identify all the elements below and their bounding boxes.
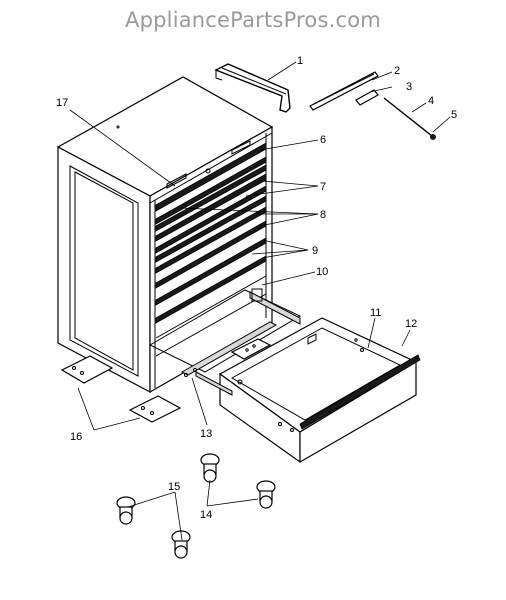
callout-16: 16	[70, 431, 82, 443]
bottom-rails	[148, 288, 302, 377]
caster-3	[116, 496, 136, 525]
caster-1	[200, 453, 220, 483]
callout-2: 2	[394, 65, 400, 77]
callout-14: 14	[200, 509, 212, 521]
caster-4	[171, 530, 191, 559]
leader-lines	[69, 61, 451, 541]
leg-brackets	[60, 338, 272, 423]
handle	[214, 63, 291, 113]
callout-7: 7	[320, 181, 326, 193]
callout-labels: 1 2 3 4 5 6 7 8 9 10 11 12 13 14 15 16 1…	[56, 55, 457, 521]
rod-and-pin	[383, 97, 436, 140]
callout-3: 3	[406, 81, 412, 93]
callout-17: 17	[56, 97, 68, 109]
callout-12: 12	[405, 318, 417, 330]
callout-8: 8	[320, 209, 326, 221]
drawer-open	[195, 317, 421, 464]
callout-11: 11	[370, 307, 381, 319]
casters	[116, 453, 276, 559]
callout-9: 9	[312, 245, 318, 257]
drawer-fronts	[155, 142, 267, 357]
callout-4: 4	[428, 95, 434, 107]
callout-6: 6	[320, 134, 326, 146]
callout-15: 15	[168, 481, 180, 493]
callout-10: 10	[316, 266, 328, 278]
callout-5: 5	[451, 109, 457, 121]
callout-13: 13	[200, 428, 212, 440]
callout-1: 1	[297, 55, 303, 67]
watermark-text: AppliancePartsPros.com	[125, 8, 381, 32]
slide-and-bracket	[309, 71, 379, 111]
caster-2	[256, 480, 276, 509]
